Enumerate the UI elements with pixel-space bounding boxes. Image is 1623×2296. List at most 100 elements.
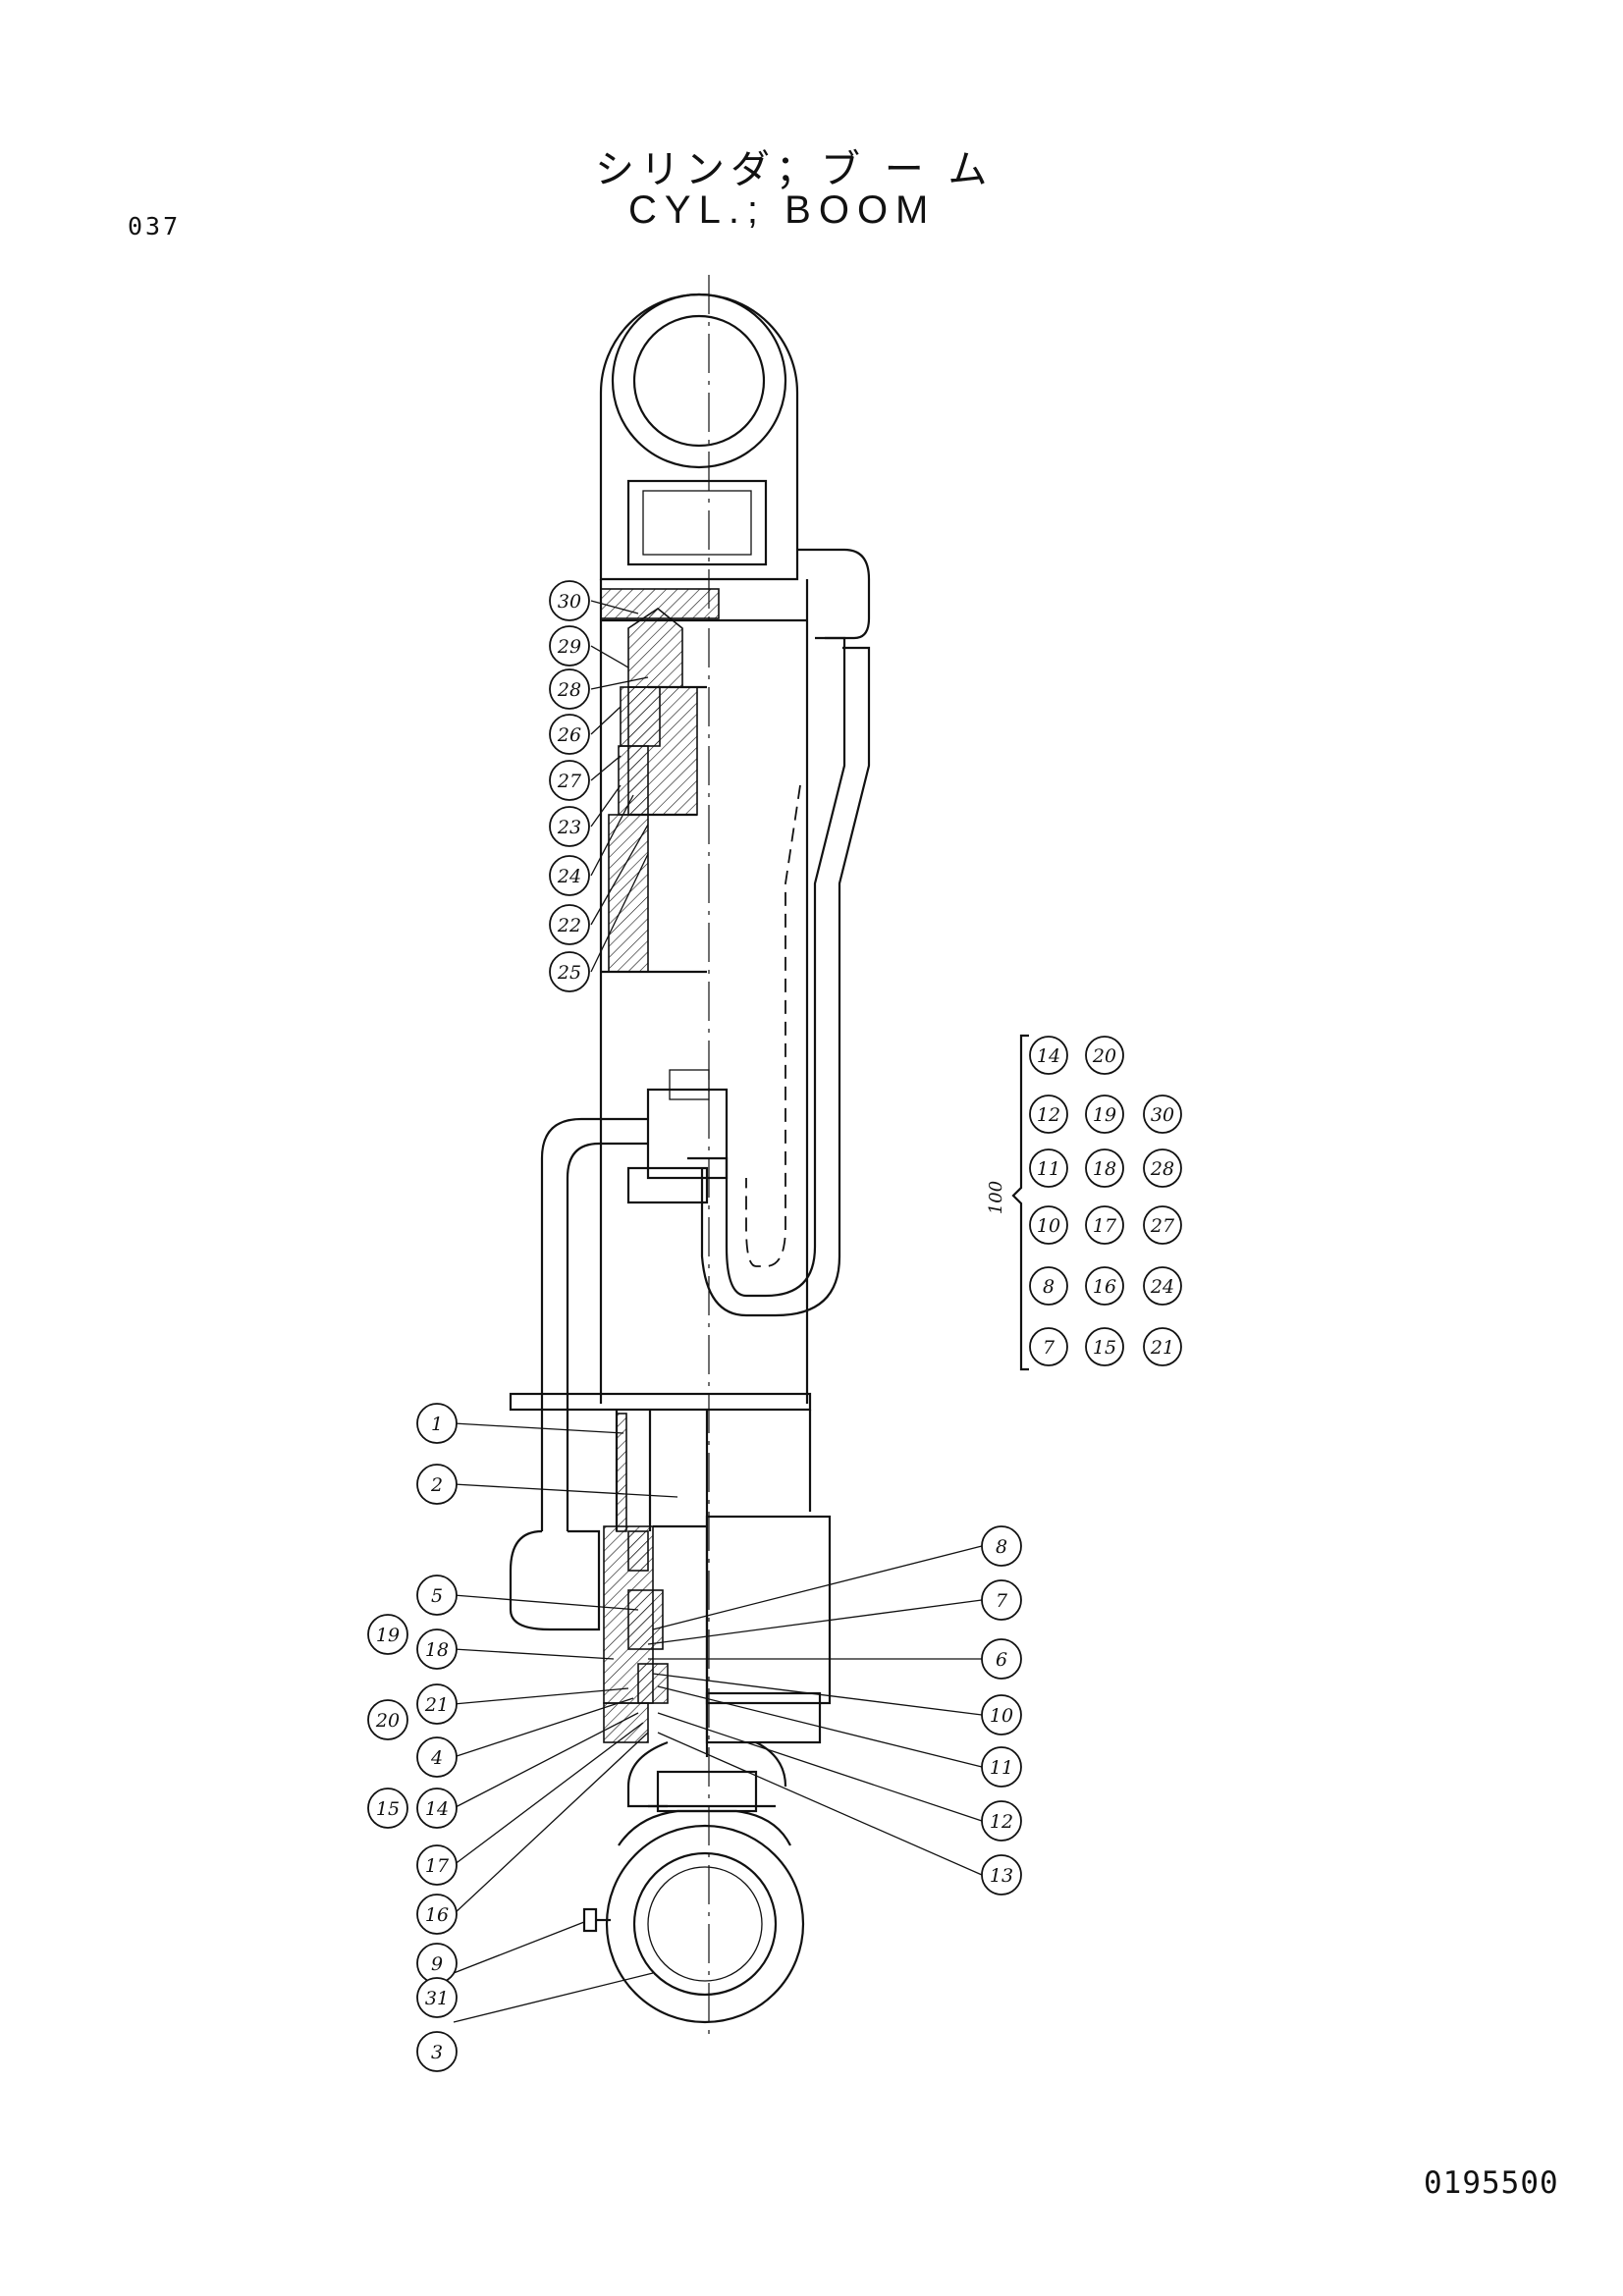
callout-label: 29 (557, 636, 581, 658)
callout-17: 17 (416, 1844, 458, 1886)
piston-section (600, 588, 720, 973)
kit-item: 24 (1143, 1266, 1182, 1306)
cylinder-tube (509, 579, 812, 1412)
callout-label: 8 (996, 1536, 1007, 1558)
left-oil-pipe (509, 1069, 729, 1631)
kit-row-1: 14 12 11 10 8 7 (1029, 1036, 1068, 1366)
callout-label: 2 (430, 1474, 443, 1496)
callout-label: 4 (430, 1747, 443, 1769)
callout-31: 31 (416, 1977, 458, 2018)
kit-item-label: 10 (1037, 1215, 1060, 1237)
callout-label: 31 (425, 1988, 449, 2009)
kit-item-label: 16 (1093, 1276, 1116, 1298)
callout-label: 25 (557, 962, 581, 984)
callout-28: 28 (549, 668, 590, 710)
callout-9: 9 (416, 1943, 458, 1984)
head-eye (599, 293, 799, 581)
callout-label: 27 (557, 771, 582, 792)
callout-label: 19 (376, 1625, 400, 1646)
callout-label: 24 (557, 866, 581, 887)
kit-item-label: 18 (1093, 1158, 1116, 1180)
callout-label: 28 (557, 679, 581, 701)
kit-item: 28 (1143, 1148, 1182, 1188)
kit-item: 19 (1085, 1095, 1124, 1134)
kit-item-label: 11 (1037, 1158, 1060, 1180)
callout-18: 18 (416, 1629, 458, 1670)
callout-label: 13 (990, 1865, 1013, 1887)
callout-22: 22 (549, 904, 590, 945)
right-oil-pipe (687, 548, 871, 1317)
callout-7: 7 (981, 1579, 1022, 1621)
callout-label: 17 (425, 1855, 450, 1877)
kit-item-label: 27 (1150, 1215, 1175, 1237)
kit-item: 20 (1085, 1036, 1124, 1075)
callout-label: 18 (425, 1639, 449, 1661)
callout-label: 6 (996, 1649, 1007, 1671)
callout-19: 19 (367, 1614, 408, 1655)
callout-29: 29 (549, 625, 590, 667)
callout-label: 26 (557, 724, 581, 746)
kit-item: 17 (1085, 1205, 1124, 1245)
kit-item-label: 12 (1037, 1104, 1060, 1126)
kit-item-label: 21 (1150, 1337, 1174, 1359)
rod-eye (582, 1740, 805, 2024)
callout-label: 3 (431, 2042, 443, 2063)
kit-item-label: 24 (1150, 1276, 1174, 1298)
kit-item-label: 14 (1037, 1045, 1060, 1067)
right-callouts: 8 7 6 10 11 12 13 (981, 1525, 1022, 1896)
kit-item: 21 (1143, 1327, 1182, 1366)
kit-item: 18 (1085, 1148, 1124, 1188)
callout-label: 14 (425, 1798, 449, 1820)
callout-13: 13 (981, 1854, 1022, 1896)
callout-15: 15 (367, 1788, 408, 1829)
callout-label: 10 (990, 1705, 1013, 1727)
callout-label: 16 (425, 1904, 449, 1926)
kit-item-label: 17 (1093, 1215, 1117, 1237)
callout-label: 1 (431, 1414, 443, 1435)
kit-item: 16 (1085, 1266, 1124, 1306)
kit-row-2: 20 19 18 17 16 15 (1085, 1036, 1124, 1366)
callout-label: 21 (424, 1694, 449, 1716)
callout-2: 2 (416, 1464, 458, 1505)
kit-item: 7 (1029, 1327, 1068, 1366)
left-callouts: 1 2 5 18 19 21 20 4 14 15 17 16 9 31 3 (367, 1403, 458, 2072)
page-number: 037 (128, 212, 182, 240)
callout-12: 12 (981, 1800, 1022, 1842)
callout-26: 26 (549, 714, 590, 755)
callout-label: 23 (557, 817, 581, 838)
leader-lines (453, 600, 983, 2023)
kit-item-label: 7 (1043, 1337, 1055, 1359)
kit-item: 27 (1143, 1205, 1182, 1245)
kit-item-label: 30 (1151, 1104, 1174, 1126)
callout-label: 7 (996, 1590, 1008, 1612)
kit-brace (1011, 1034, 1029, 1371)
kit-item-label: 19 (1093, 1104, 1116, 1126)
callout-label: 5 (431, 1585, 443, 1607)
callout-label: 15 (376, 1798, 400, 1820)
kit-item: 14 (1029, 1036, 1068, 1075)
callout-5: 5 (416, 1575, 458, 1616)
title-japanese: シリンダ；ブ ー ム (595, 147, 994, 192)
callout-1: 1 (416, 1403, 458, 1444)
callout-label: 20 (375, 1710, 400, 1732)
callout-3: 3 (416, 2031, 458, 2072)
callout-4: 4 (416, 1736, 458, 1778)
kit-label: 100 (986, 1181, 1006, 1214)
callout-14: 14 (416, 1788, 458, 1829)
kit-item-label: 28 (1150, 1158, 1174, 1180)
top-callouts: 30 29 28 26 27 23 24 22 25 (549, 580, 590, 992)
kit-item: 8 (1029, 1266, 1068, 1306)
callout-label: 22 (557, 915, 581, 936)
callout-8: 8 (981, 1525, 1022, 1567)
kit-item: 30 (1143, 1095, 1182, 1134)
kit-item: 15 (1085, 1327, 1124, 1366)
kit-item: 11 (1029, 1148, 1068, 1188)
callout-24: 24 (549, 855, 590, 896)
callout-16: 16 (416, 1894, 458, 1935)
callout-20: 20 (367, 1699, 408, 1740)
callout-27: 27 (549, 760, 590, 801)
callout-label: 30 (558, 591, 581, 613)
kit-item-label: 20 (1092, 1045, 1116, 1067)
kit-item: 10 (1029, 1205, 1068, 1245)
callout-label: 11 (990, 1757, 1013, 1779)
